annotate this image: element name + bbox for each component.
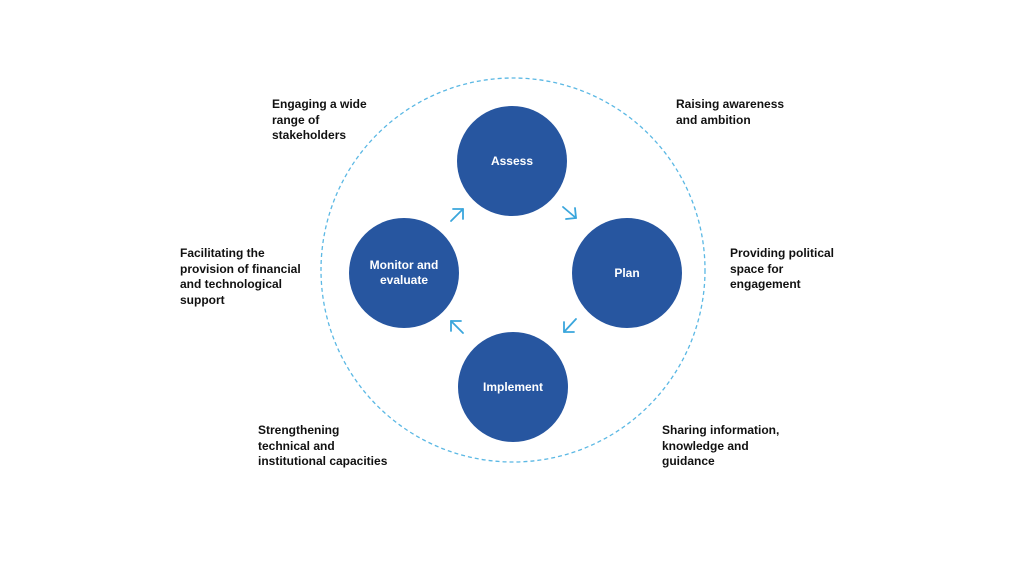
arrow-icon (450, 208, 464, 222)
step-assess: Assess (457, 106, 567, 216)
annotation-top-right: Raising awareness and ambition (676, 97, 785, 127)
annotation-bottom-right: Sharing information, knowledge and guida… (662, 423, 780, 468)
step-implement-label: Implement (482, 379, 543, 394)
step-plan: Plan (572, 218, 682, 328)
arrow-icon (562, 206, 577, 220)
annotation-top-left: Engaging a wide range of stakeholders (272, 97, 367, 142)
step-assess-label: Assess (490, 153, 534, 168)
annotation-bottom-left: Strengthening technical and institutiona… (258, 423, 388, 468)
step-plan-label: Plan (614, 265, 640, 280)
annotation-mid-left: Facilitating the provision of financial … (180, 246, 301, 307)
arrow-icon (450, 320, 464, 334)
step-monitor-evaluate: Monitor and evaluate (349, 218, 459, 328)
step-monitor-label: Monitor and evaluate (369, 258, 439, 287)
step-implement: Implement (458, 332, 568, 442)
dashed-outer-ring (320, 77, 706, 463)
arrow-icon (563, 318, 577, 333)
annotation-mid-right: Providing political space for engagement (730, 246, 835, 291)
